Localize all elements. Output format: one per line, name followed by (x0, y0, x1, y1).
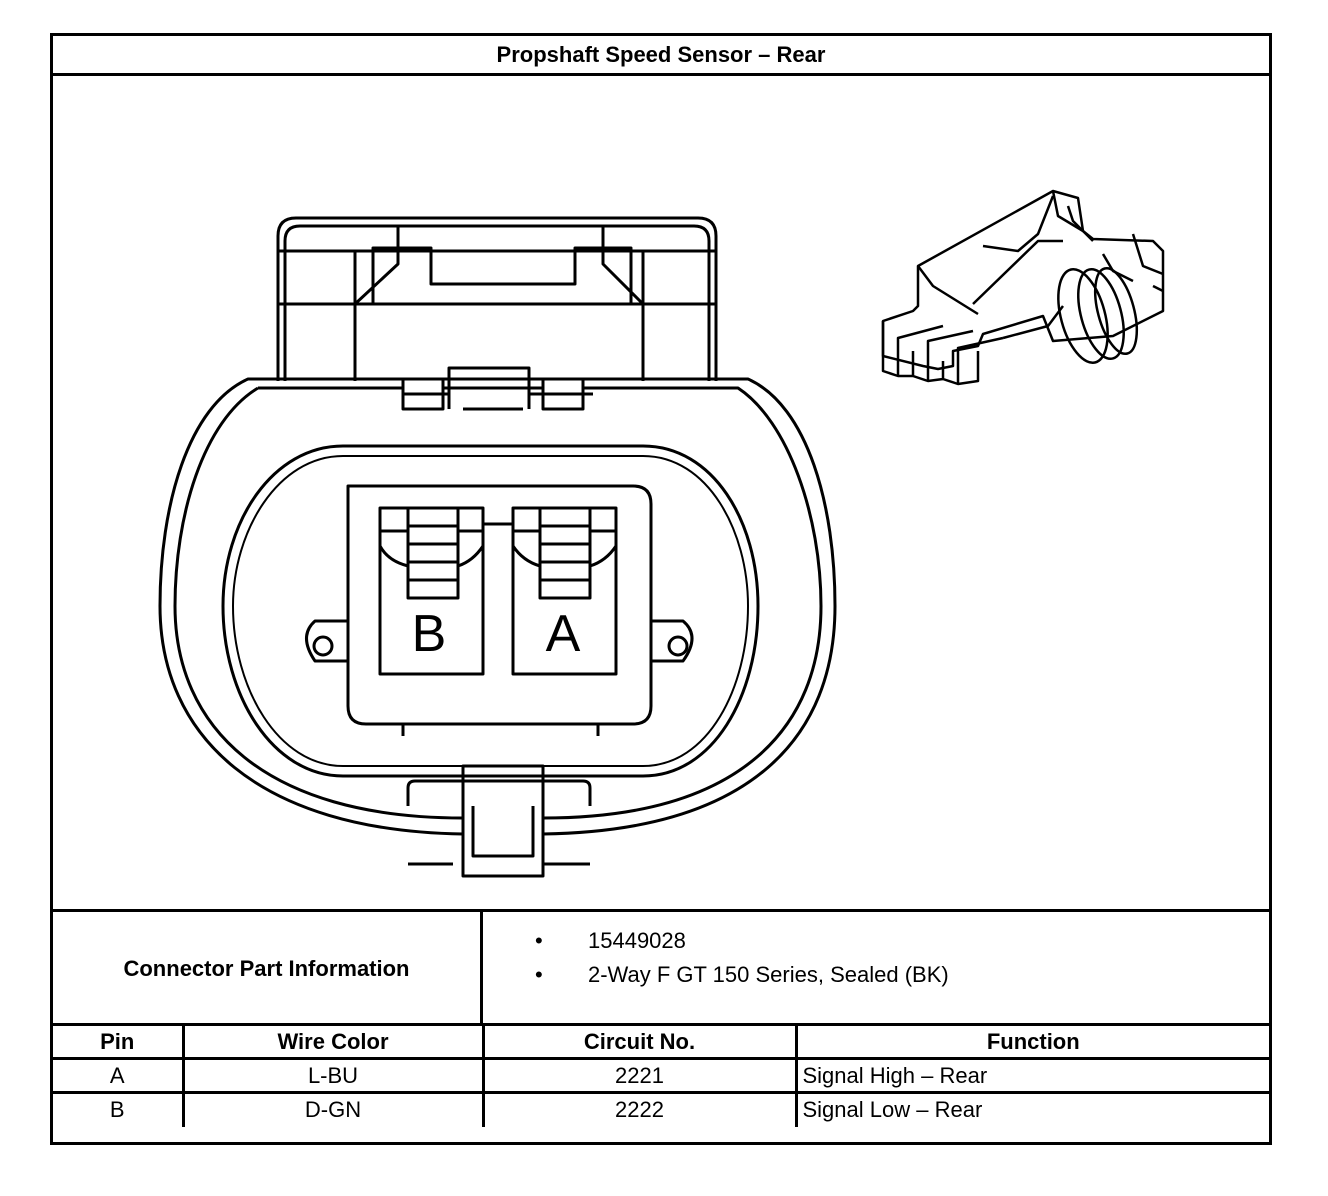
top-key (401, 366, 593, 411)
header-wire-color: Wire Color (181, 1023, 485, 1060)
circuit-cell: 2221 (481, 1057, 798, 1094)
cavity-b-label: B (412, 605, 447, 663)
connector-lock-tab (276, 216, 718, 381)
circuit-cell: 2222 (481, 1091, 798, 1127)
wire-color-cell: L-BU (181, 1057, 485, 1094)
bottom-key (406, 779, 592, 878)
cavity-b (378, 506, 485, 676)
seal-ring (221, 444, 760, 778)
function-cell: Signal High – Rear (794, 1057, 1269, 1094)
header-pin: Pin (53, 1023, 185, 1060)
connector-drawing-area: B A (53, 76, 1269, 911)
header-function: Function (794, 1023, 1269, 1060)
pin-table-header: Pin Wire Color Circuit No. Function (53, 1023, 1269, 1060)
wire-color-cell: D-GN (181, 1091, 485, 1127)
pin-cell: B (53, 1091, 185, 1127)
part-info-list: 15449028 2-Way F GT 150 Series, Sealed (… (483, 912, 1269, 1037)
part-number: 15449028 (483, 924, 1269, 958)
side-latch-right (651, 619, 694, 663)
header-circuit-no: Circuit No. (481, 1023, 798, 1060)
function-cell: Signal Low – Rear (794, 1091, 1269, 1127)
connector-isometric-view (881, 189, 1165, 386)
pin-table: Pin Wire Color Circuit No. Function A L-… (53, 1023, 1269, 1127)
table-row: B D-GN 2222 Signal Low – Rear (53, 1091, 1269, 1127)
side-latch-left (305, 619, 348, 663)
sheet-title: Propshaft Speed Sensor – Rear (53, 36, 1269, 76)
connector-sheet: Propshaft Speed Sensor – Rear (50, 33, 1272, 1145)
cavity-a (511, 506, 618, 676)
part-info-label: Connector Part Information (53, 912, 483, 1025)
part-description: 2-Way F GT 150 Series, Sealed (BK) (483, 958, 1269, 992)
cavity-a-label: A (546, 605, 581, 663)
table-row: A L-BU 2221 Signal High – Rear (53, 1057, 1269, 1094)
terminal-housing (346, 484, 653, 726)
connector-inner-shell (173, 386, 823, 820)
pin-cell: A (53, 1057, 185, 1094)
connector-face-view: B A (158, 189, 1165, 878)
part-info-row: Connector Part Information 15449028 2-Wa… (53, 909, 1269, 1025)
